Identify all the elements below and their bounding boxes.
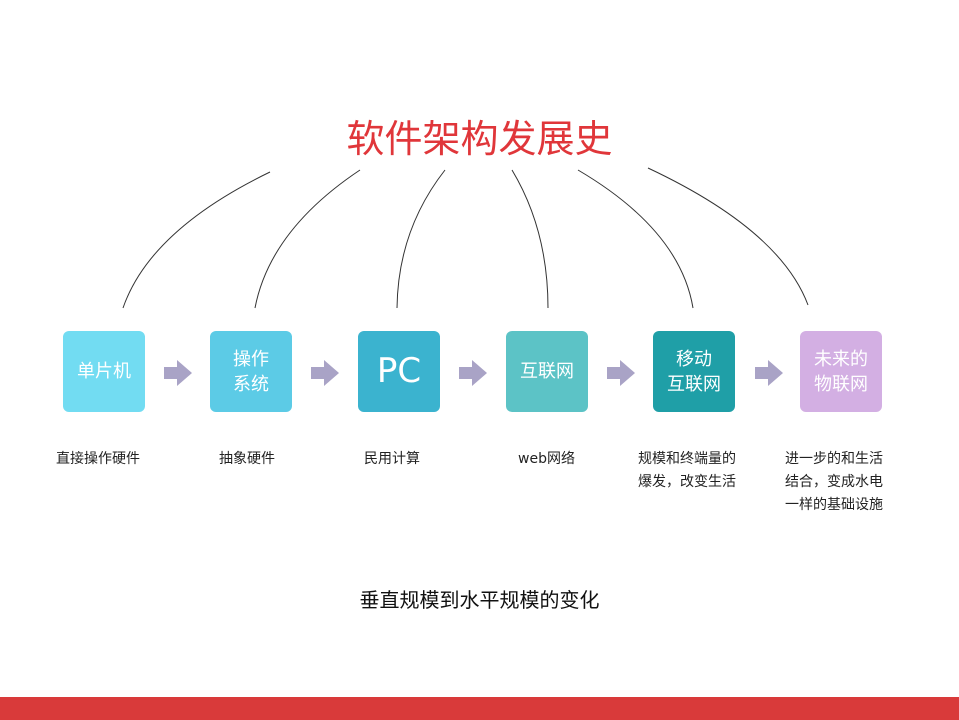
stage-desc: 规模和终端量的 爆发，改变生活 (638, 451, 736, 490)
stage-desc: web网络 (518, 451, 575, 467)
stage-desc: 民用计算 (364, 451, 420, 467)
curve-4 (511, 169, 549, 309)
arrow-right-icon (164, 360, 192, 386)
stage-box-internet: 互联网 (506, 331, 588, 412)
slide-subtitle: 垂直规模到水平规模的变化 (359, 588, 600, 612)
arrow-right-icon (311, 360, 339, 386)
slide-title: 软件架构发展史 (346, 117, 613, 161)
stage-box-mobile-internet: 移动 互联网 (653, 331, 735, 412)
arrow-right-icon (607, 360, 635, 386)
curve-6 (647, 167, 809, 306)
curve-1 (122, 171, 271, 309)
curve-3 (396, 169, 446, 309)
arrow-right-icon (755, 360, 783, 386)
curve-2 (254, 169, 361, 309)
stage-desc: 抽象硬件 (219, 451, 275, 467)
arrow-right-icon (459, 360, 487, 386)
stage-desc: 进一步的和生活 结合，变成水电 一样的基础设施 (785, 451, 883, 513)
stage-box-os: 操作 系统 (210, 331, 292, 412)
stage-box-iot: 未来的 物联网 (800, 331, 882, 412)
stage-box-microcontroller: 单片机 (63, 331, 145, 412)
stage-box-pc: PC (358, 331, 440, 412)
footer-bar (0, 697, 959, 720)
connector-curves (122, 167, 809, 309)
curve-5 (577, 169, 694, 309)
stage-desc: 直接操作硬件 (56, 451, 140, 467)
